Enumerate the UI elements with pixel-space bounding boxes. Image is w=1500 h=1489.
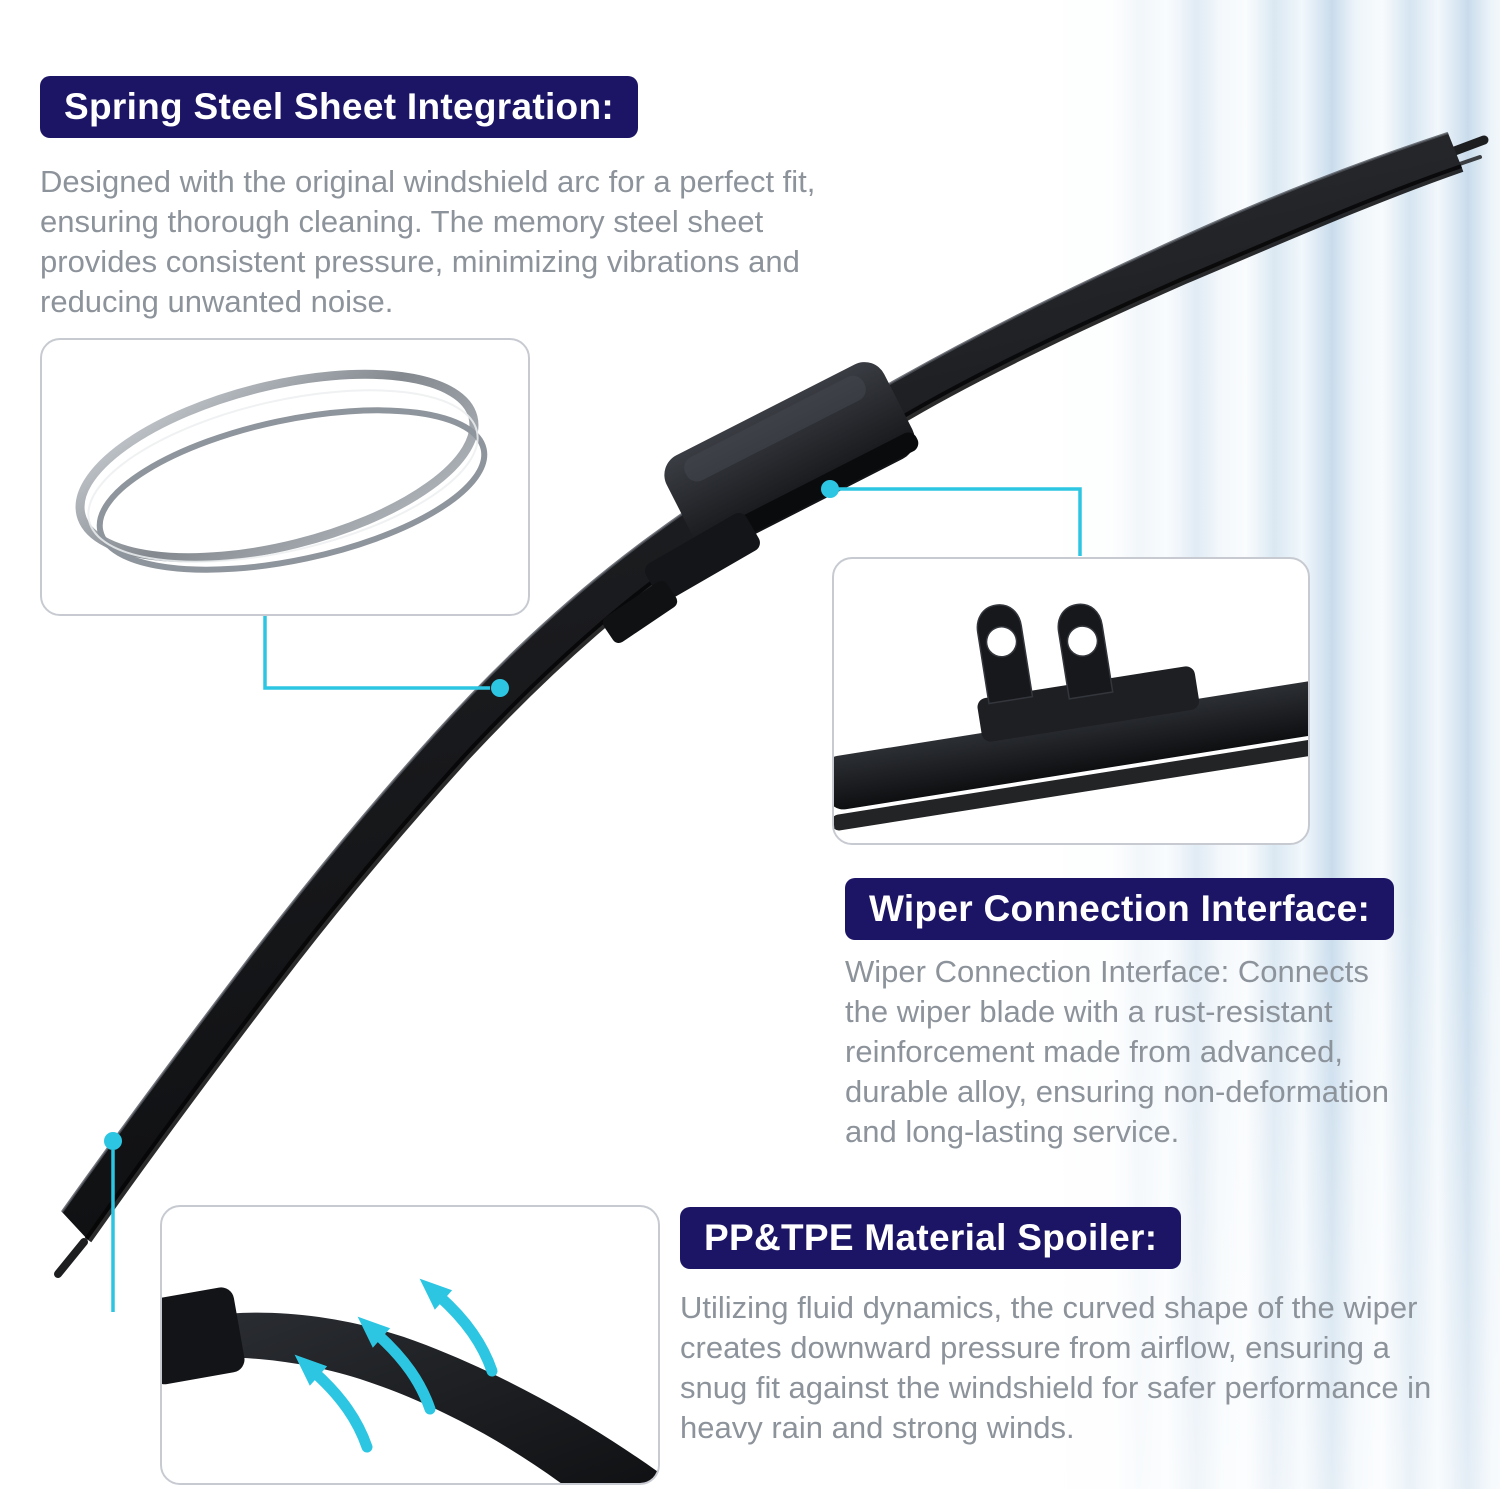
connection-interface-callout-box bbox=[832, 557, 1310, 845]
connector-dot-interface bbox=[821, 480, 839, 498]
connector-line-spring bbox=[263, 616, 490, 690]
airflow-arrow-2 bbox=[357, 1316, 436, 1415]
blade-adapter bbox=[664, 362, 919, 555]
blade-clip bbox=[602, 581, 678, 643]
airflow-arrow-3 bbox=[419, 1278, 498, 1377]
airflow-arrow-1 bbox=[294, 1354, 373, 1453]
spring-steel-callout-box bbox=[40, 338, 530, 616]
connection-interface-title: Wiper Connection Interface: bbox=[845, 878, 1395, 940]
blade-bottom-rubber-tip bbox=[54, 1238, 88, 1278]
spoiler-title: PP&TPE Material Spoiler: bbox=[680, 1207, 1182, 1269]
connector-dot-spoiler bbox=[104, 1132, 122, 1150]
connection-interface-body: Wiper Connection Interface: Connects the… bbox=[845, 954, 1389, 1149]
spring-steel-body: Designed with the original windshield ar… bbox=[40, 164, 816, 319]
spoiler-callout-box bbox=[160, 1205, 660, 1485]
connector-line-interface bbox=[838, 487, 1082, 556]
connector-dot-spring bbox=[491, 679, 509, 697]
spoiler-body: Utilizing fluid dynamics, the curved sha… bbox=[680, 1290, 1432, 1445]
spoiler-end-cap bbox=[162, 1287, 245, 1385]
spoiler-blade-profile bbox=[162, 1312, 658, 1483]
spring-steel-title: Spring Steel Sheet Integration: bbox=[40, 76, 638, 138]
adapter-claw bbox=[645, 512, 760, 601]
connector-claw-closeup-icon bbox=[834, 603, 1308, 831]
airflow-arrows-closeup-icon bbox=[162, 1278, 658, 1483]
spring-steel-strips-icon bbox=[75, 369, 488, 573]
